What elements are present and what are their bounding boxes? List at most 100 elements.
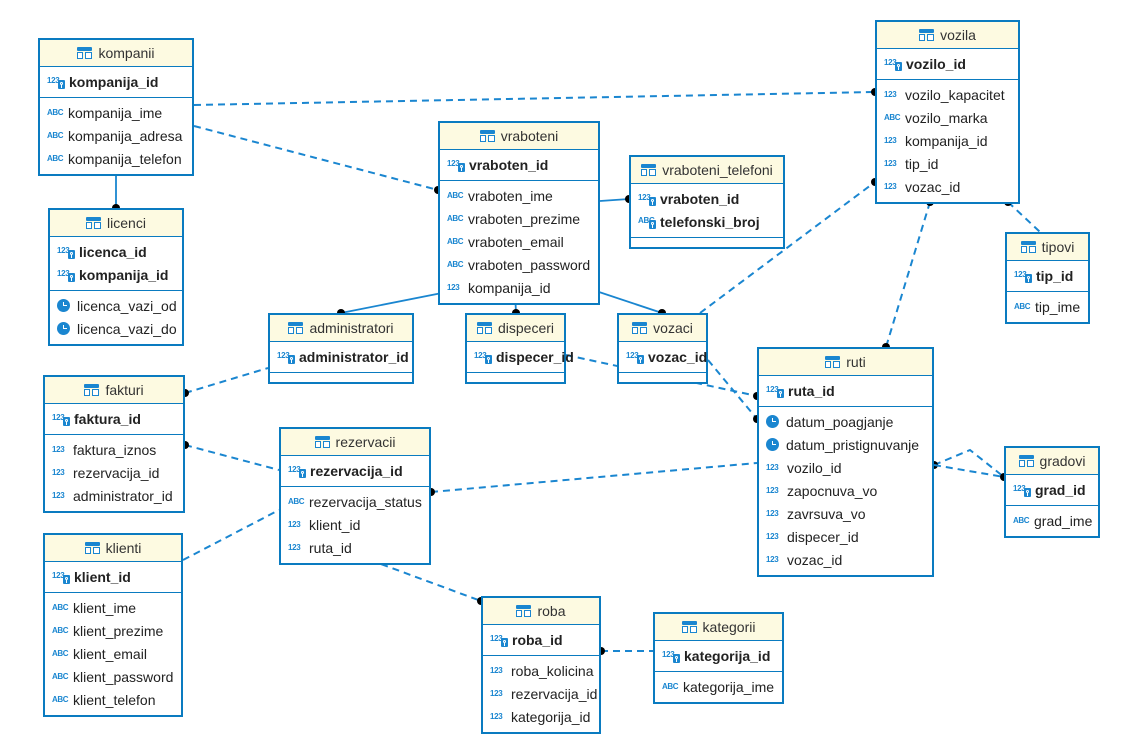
field-name: klient_id [74,568,131,585]
field-name: kategorija_ime [683,678,775,695]
clock-date-icon [766,437,781,452]
field-name: telefonski_broj [660,213,760,230]
relationship-line [369,559,482,602]
integer-123-icon: 123 [490,712,503,721]
field-name: vozac_id [787,551,843,568]
field-name: administrator_id [299,348,409,365]
table-icon [86,217,102,229]
relationship-line [599,198,630,202]
field-row[interactable]: datum_pristignuvanje [759,433,932,456]
table-icon [681,621,697,633]
entity-name: rezervacii [335,434,396,450]
field-row[interactable]: 123 kategorija_id [483,705,599,728]
entity-header: vozila [877,22,1018,49]
primary-key-icon: 123 [662,648,680,663]
field-row[interactable]: datum_poagjanje [759,410,932,433]
field-row[interactable]: licenca_vazi_do [50,317,182,340]
field-name: vraboten_email [468,233,564,250]
field-name: kategorija_id [511,708,591,725]
field-name: tip_id [1036,267,1074,284]
string-abc-icon: ABC [52,672,69,681]
entity-header: roba [483,598,599,625]
field-name: licenca_id [79,243,147,260]
table-icon [632,322,648,334]
field-name: kompanija_id [905,132,988,149]
field-row[interactable]: licenca_vazi_od [50,294,182,317]
entity-empty-section [467,373,564,382]
